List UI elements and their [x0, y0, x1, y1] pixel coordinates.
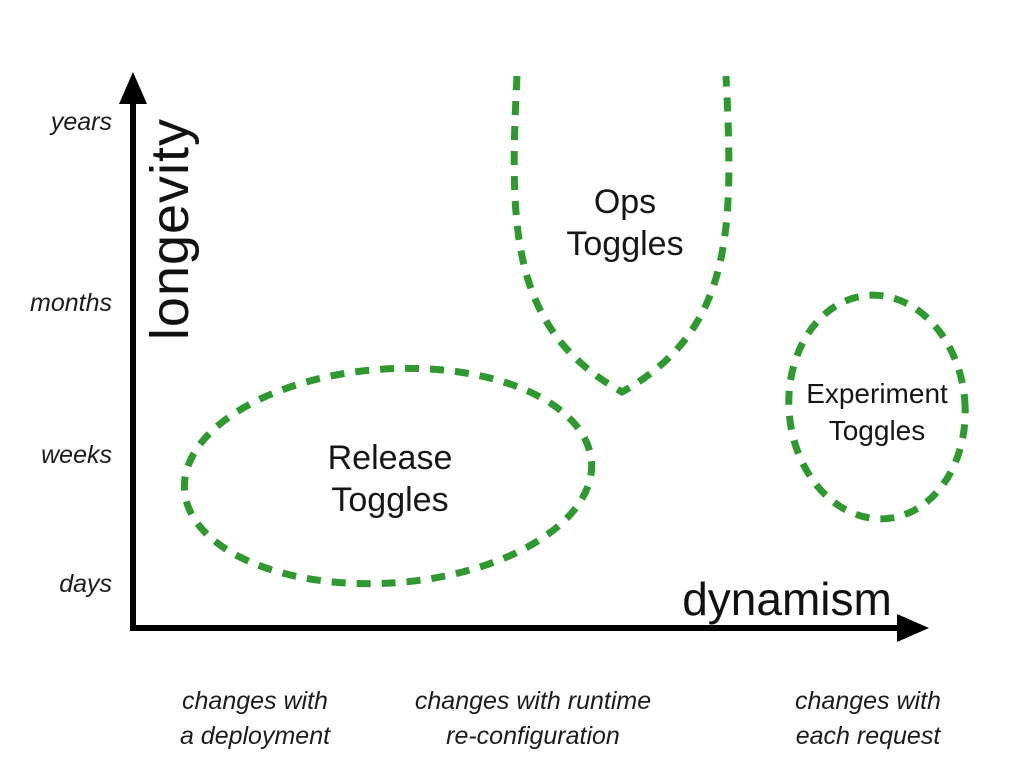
y-axis-arrowhead-icon [119, 72, 147, 104]
x-annotation-deployment-line2: a deployment [179, 722, 331, 750]
x-annotation-runtime-line1: changes with runtime [414, 687, 652, 715]
release-toggles-label-line2: Toggles [331, 481, 449, 519]
release-toggles-label-line1: Release [327, 439, 453, 477]
release-toggles-label: Release Toggles [328, 437, 453, 521]
experiment-toggles-label-line2: Toggles [828, 415, 926, 446]
y-tick-years: years [50, 108, 112, 136]
x-annotation-request-line1: changes with [795, 687, 941, 715]
y-tick-months: months [30, 289, 112, 317]
x-annotation-deployment: changes with a deployment [180, 684, 330, 754]
x-annotation-deployment-line1: changes with [182, 687, 328, 715]
experiment-toggles-region-outline [785, 291, 969, 523]
y-axis-label: longevity [140, 117, 200, 341]
release-toggles-region-outline [180, 364, 596, 588]
ops-toggles-label-line2: Toggles [566, 225, 684, 263]
experiment-toggles-label-line1: Experiment [806, 378, 948, 409]
x-axis-label: dynamism [682, 573, 892, 625]
x-axis-arrowhead-icon [897, 614, 929, 642]
experiment-toggles-label: Experiment Toggles [806, 375, 948, 449]
ops-toggles-region-outline [510, 75, 733, 397]
x-annotation-runtime: changes with runtime re-configuration [415, 684, 651, 754]
ops-toggles-label-line1: Ops [593, 183, 657, 221]
x-annotation-request: changes with each request [795, 684, 941, 754]
y-tick-days: days [59, 570, 112, 598]
x-annotation-request-line2: each request [795, 722, 941, 750]
y-tick-weeks: weeks [41, 441, 112, 469]
ops-toggles-label: Ops Toggles [566, 181, 683, 265]
x-annotation-runtime-line2: re-configuration [446, 722, 620, 750]
